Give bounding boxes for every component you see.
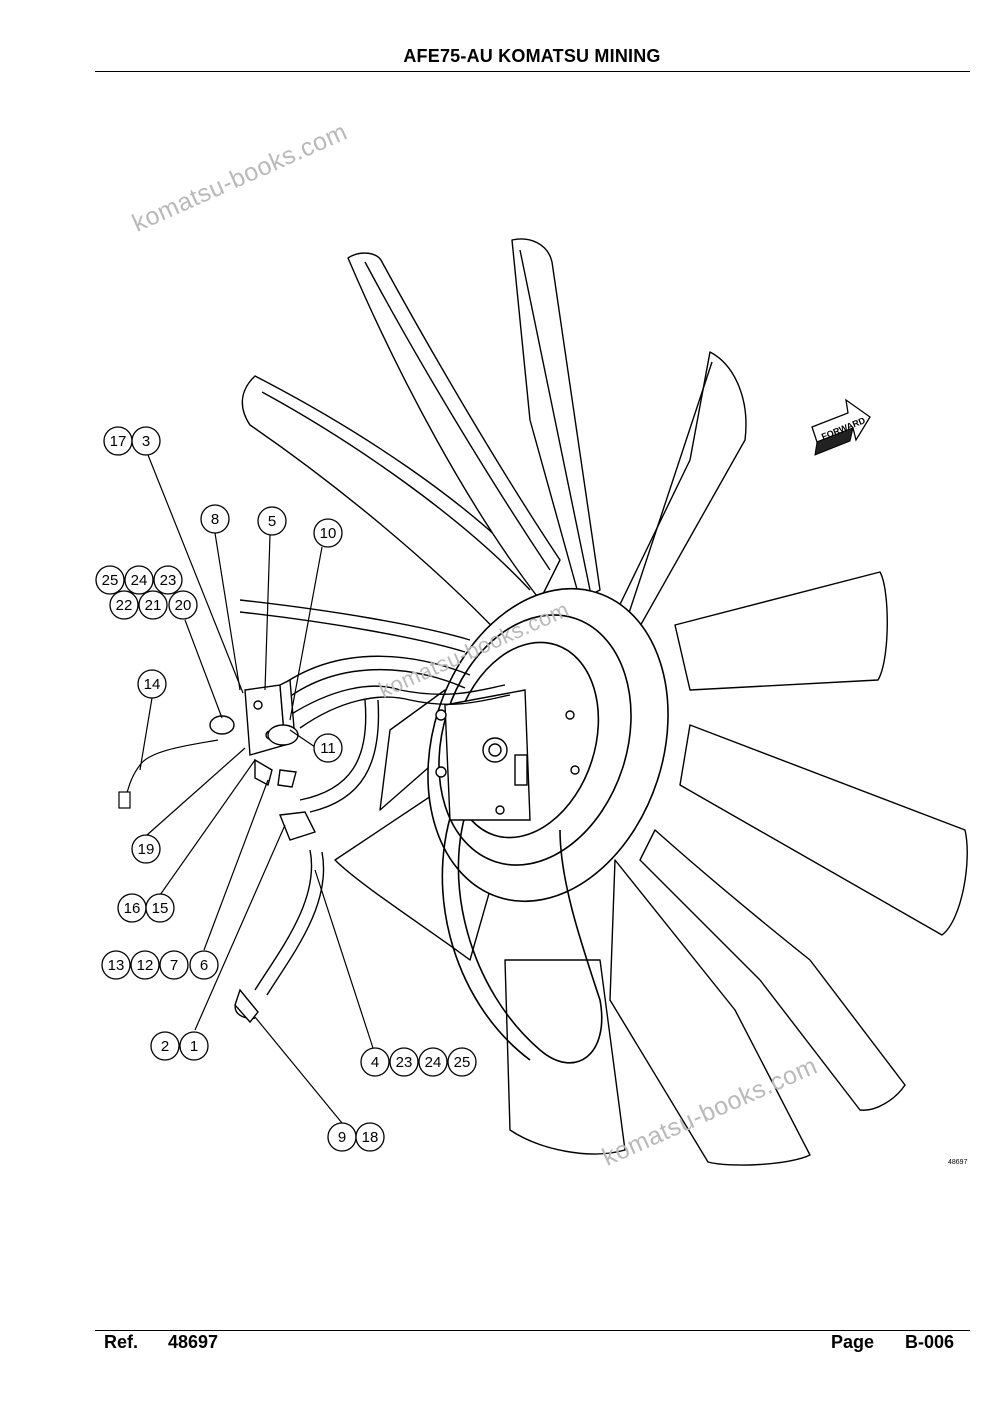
fan-blade bbox=[347, 252, 561, 601]
svg-text:2: 2 bbox=[161, 1038, 169, 1055]
callout: 4 bbox=[360, 1047, 390, 1077]
callout: 16 bbox=[117, 893, 147, 923]
svg-text:7: 7 bbox=[170, 957, 178, 974]
callout: 25 bbox=[447, 1047, 477, 1077]
callout: 21 bbox=[138, 590, 168, 620]
svg-text:25: 25 bbox=[102, 572, 119, 589]
callout: 8 bbox=[200, 504, 230, 534]
svg-text:24: 24 bbox=[425, 1054, 442, 1071]
svg-text:20: 20 bbox=[175, 597, 192, 614]
fan-blade bbox=[609, 859, 811, 1166]
callout: 25 bbox=[95, 565, 125, 595]
callout: 14 bbox=[137, 669, 167, 699]
page-value: B-006 bbox=[905, 1332, 955, 1352]
svg-text:3: 3 bbox=[142, 433, 150, 450]
svg-text:23: 23 bbox=[396, 1054, 413, 1071]
page-title: AFE75-AU KOMATSU MINING bbox=[403, 46, 661, 66]
fan-blade bbox=[241, 375, 546, 641]
pump-mount bbox=[435, 689, 580, 821]
callout: 24 bbox=[418, 1047, 448, 1077]
header-rule bbox=[95, 71, 970, 72]
svg-text:5: 5 bbox=[268, 513, 276, 530]
leader-lines bbox=[139, 454, 374, 1124]
fan-blade bbox=[609, 351, 747, 636]
svg-text:13: 13 bbox=[108, 957, 125, 974]
callout: 5 bbox=[257, 506, 287, 536]
svg-text:1: 1 bbox=[190, 1038, 198, 1055]
svg-text:15: 15 bbox=[152, 900, 169, 917]
fan-blade bbox=[679, 724, 968, 936]
callout: 9 bbox=[327, 1122, 357, 1152]
svg-text:24: 24 bbox=[131, 572, 148, 589]
svg-text:22: 22 bbox=[116, 597, 133, 614]
callouts: 17 3 8 5 10 25 24 23 22 21 20 14 11 19 1… bbox=[95, 426, 477, 1152]
callout: 23 bbox=[153, 565, 183, 595]
callout: 12 bbox=[130, 950, 160, 980]
svg-text:6: 6 bbox=[200, 957, 208, 974]
callout: 2 bbox=[150, 1031, 180, 1061]
svg-text:18: 18 bbox=[362, 1129, 379, 1146]
svg-text:9: 9 bbox=[338, 1129, 346, 1146]
callout: 17 bbox=[103, 426, 133, 456]
svg-text:17: 17 bbox=[110, 433, 127, 450]
svg-text:23: 23 bbox=[160, 572, 177, 589]
svg-text:10: 10 bbox=[320, 525, 337, 542]
callout: 24 bbox=[124, 565, 154, 595]
callout: 7 bbox=[159, 950, 189, 980]
callout: 18 bbox=[355, 1122, 385, 1152]
callout: 3 bbox=[131, 426, 161, 456]
fan-blade bbox=[674, 571, 888, 691]
callout: 6 bbox=[189, 950, 219, 980]
callout: 22 bbox=[109, 590, 139, 620]
callout: 23 bbox=[389, 1047, 419, 1077]
fan-blade bbox=[639, 829, 906, 1111]
footer-rule bbox=[95, 1330, 970, 1331]
wire-harness bbox=[118, 739, 219, 809]
ref-label: Ref. bbox=[104, 1332, 139, 1352]
svg-text:8: 8 bbox=[211, 511, 219, 528]
svg-text:14: 14 bbox=[144, 676, 161, 693]
callout: 11 bbox=[313, 733, 343, 763]
svg-text:25: 25 bbox=[454, 1054, 471, 1071]
ref-value: 48697 bbox=[168, 1332, 219, 1352]
callout: 1 bbox=[179, 1031, 209, 1061]
callout: 10 bbox=[313, 518, 343, 548]
callout: 19 bbox=[131, 834, 161, 864]
callout: 13 bbox=[101, 950, 131, 980]
svg-text:11: 11 bbox=[320, 740, 336, 757]
page-label: Page bbox=[831, 1332, 875, 1352]
fan-blades bbox=[241, 238, 968, 1166]
valve-block bbox=[209, 678, 316, 1024]
svg-text:19: 19 bbox=[138, 841, 155, 858]
callout: 15 bbox=[145, 893, 175, 923]
svg-text:16: 16 bbox=[124, 900, 141, 917]
svg-text:12: 12 bbox=[137, 957, 154, 974]
drawing-number: 48697 bbox=[948, 1159, 968, 1166]
svg-text:21: 21 bbox=[145, 597, 162, 614]
forward-arrow: FORWARD bbox=[811, 398, 871, 456]
svg-text:4: 4 bbox=[371, 1054, 379, 1071]
fan-blade bbox=[504, 959, 626, 1155]
callout: 20 bbox=[168, 590, 198, 620]
